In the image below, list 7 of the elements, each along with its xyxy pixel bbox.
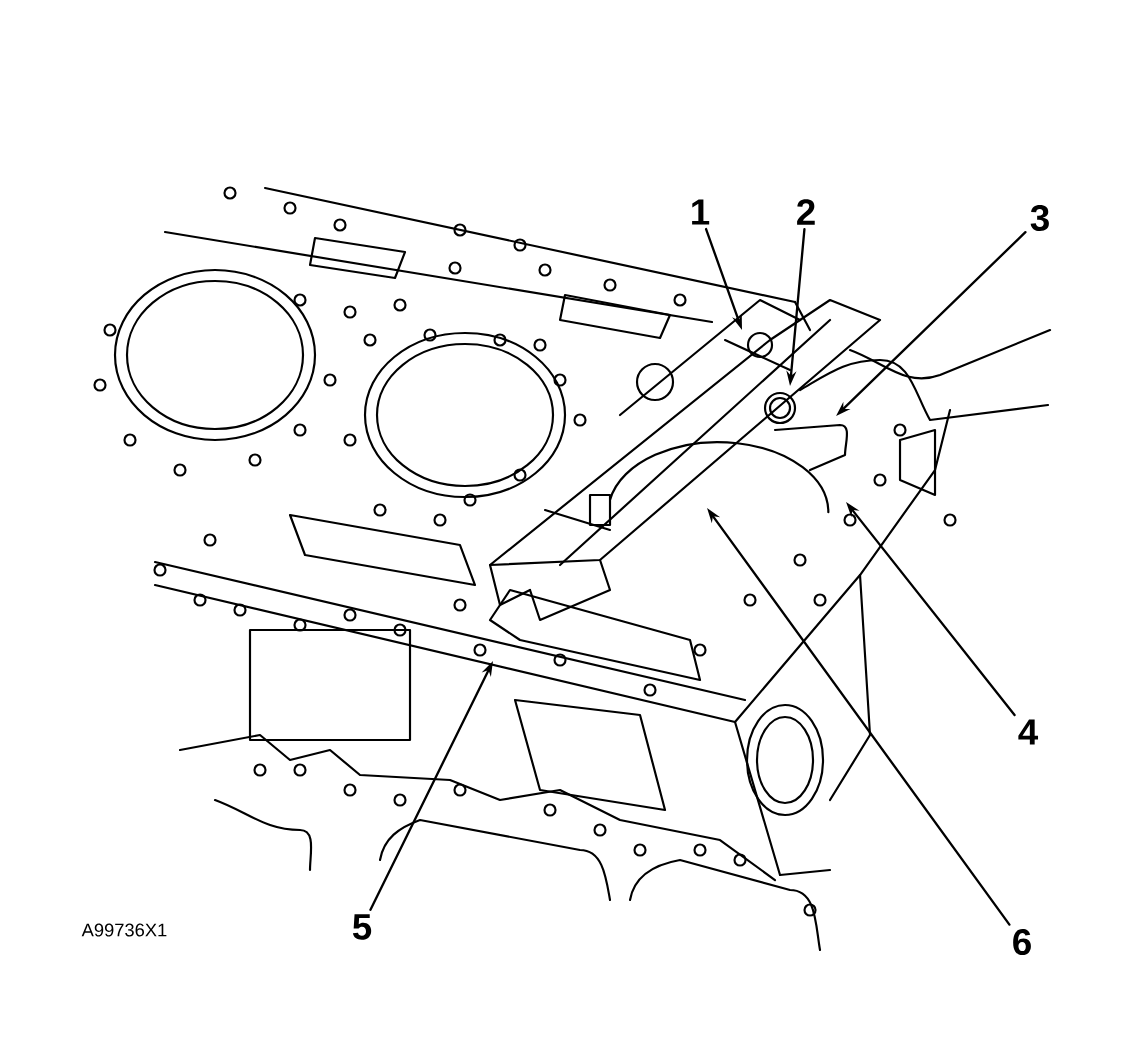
callout-number: 2	[797, 199, 815, 225]
callout-number: 1	[692, 199, 710, 225]
callout-number: 5	[352, 914, 372, 940]
callout-number: 3	[1030, 205, 1049, 231]
callout-number: 4	[1018, 719, 1039, 745]
figure-code: A99736X1	[81, 923, 167, 937]
callout-number: 6	[1013, 929, 1031, 955]
